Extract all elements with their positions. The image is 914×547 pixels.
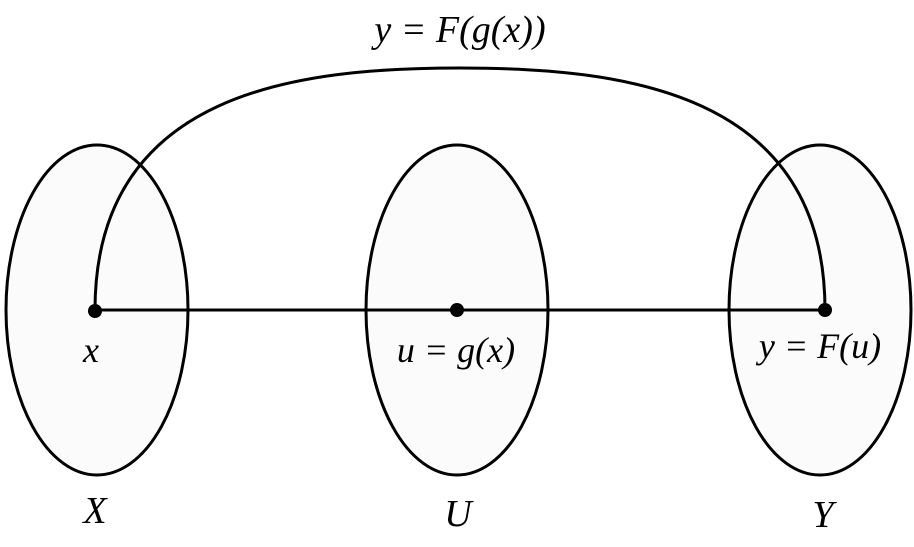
point-x-label: x — [82, 330, 99, 370]
point-x — [88, 304, 102, 318]
point-u — [450, 303, 464, 317]
point-y — [818, 303, 832, 317]
composite-mapping-arc — [93, 66, 827, 311]
point-y-label: y = F(u) — [756, 326, 881, 366]
point-u-label: u = g(x) — [397, 330, 515, 370]
set-u-name: U — [444, 493, 474, 535]
set-y-name: Y — [812, 494, 837, 536]
set-x-name: X — [81, 490, 108, 532]
composite-function-label: y = F(g(x)) — [370, 9, 545, 51]
